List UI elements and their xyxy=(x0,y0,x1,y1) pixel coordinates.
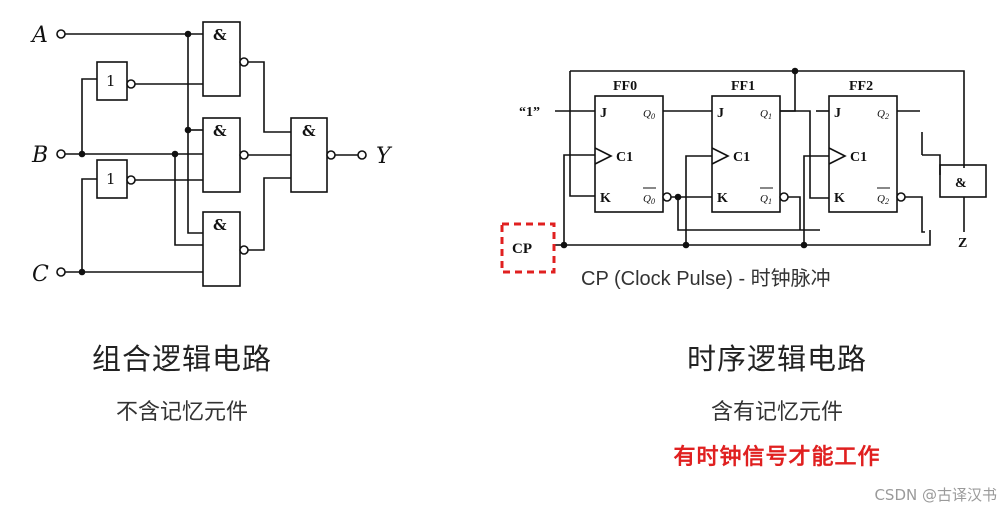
nand-gate-label: & xyxy=(302,122,316,140)
not-gate-1-label: 1 xyxy=(106,72,116,90)
svg-text:Q1: Q1 xyxy=(760,108,772,121)
input-b-terminal xyxy=(56,149,66,159)
and-gate-2-label: & xyxy=(213,122,227,140)
ff1-box xyxy=(711,95,781,213)
ff1-name: FF1 xyxy=(731,79,755,94)
not-gate-2-label: 1 xyxy=(106,170,116,188)
combinational-subtitle: 不含记忆元件 xyxy=(115,400,248,425)
ff1-q: Q xyxy=(760,108,768,120)
watermark: CSDN @古译汉书 xyxy=(874,486,997,504)
one-input-label: “1” xyxy=(519,105,540,120)
and-gate-1 xyxy=(202,21,241,97)
and-z-label: & xyxy=(955,176,967,191)
input-c-label: C xyxy=(32,262,49,287)
ff1-k: K xyxy=(717,191,728,206)
svg-text:Q0: Q0 xyxy=(643,193,655,206)
ff1-c1: C1 xyxy=(733,150,750,165)
ff0-name: FF0 xyxy=(613,79,637,94)
ff0-q: Q xyxy=(643,108,651,120)
ff0-box xyxy=(594,95,664,213)
svg-text:Q1: Q1 xyxy=(760,193,772,206)
ff0-c1: C1 xyxy=(616,150,633,165)
ff1-qbar: Q xyxy=(760,193,768,205)
svg-text:Q2: Q2 xyxy=(877,193,889,206)
sequential-subtitle: 含有记忆元件 xyxy=(710,400,843,425)
ff2-c1: C1 xyxy=(850,150,867,165)
input-b-label: B xyxy=(31,143,48,168)
and-gate-1-label: & xyxy=(213,26,227,44)
ff2-q-sub: 2 xyxy=(885,112,889,121)
sequential-title: 时序逻辑电路 xyxy=(686,342,867,376)
ff1-q-sub: 1 xyxy=(768,112,772,121)
cp-highlight-box xyxy=(500,222,556,274)
and-gate-z xyxy=(939,164,987,198)
ff0-qbar-sub: 0 xyxy=(651,197,655,206)
ff2-name: FF2 xyxy=(849,79,873,94)
cp-note: CP (Clock Pulse) - 时钟脉冲 xyxy=(581,268,831,290)
not-gate-1 xyxy=(96,61,128,101)
combinational-title: 组合逻辑电路 xyxy=(91,342,272,376)
input-a-terminal xyxy=(56,29,66,39)
ff1-j: J xyxy=(717,106,724,121)
output-y-terminal xyxy=(357,150,367,160)
ff1-qbar-sub: 1 xyxy=(768,197,772,206)
output-y-label: Y xyxy=(376,144,393,169)
ff0-j: J xyxy=(600,106,607,121)
clock-requirement-note: 有时钟信号才能工作 xyxy=(673,445,881,470)
ff2-qbar-sub: 2 xyxy=(885,197,889,206)
and-gate-3-label: & xyxy=(213,216,227,234)
ff2-q: Q xyxy=(877,108,885,120)
cp-label: CP xyxy=(512,241,532,257)
output-z-label: Z xyxy=(958,236,967,251)
ff0-q-sub: 0 xyxy=(651,112,655,121)
ff2-box xyxy=(828,95,898,213)
ff2-j: J xyxy=(834,106,841,121)
svg-text:Q0: Q0 xyxy=(643,108,655,121)
ff2-k: K xyxy=(834,191,845,206)
ff0-qbar: Q xyxy=(643,193,651,205)
input-c-terminal xyxy=(56,267,66,277)
ff0-k: K xyxy=(600,191,611,206)
ff2-qbar: Q xyxy=(877,193,885,205)
input-a-label: A xyxy=(30,23,48,48)
svg-text:Q2: Q2 xyxy=(877,108,889,121)
